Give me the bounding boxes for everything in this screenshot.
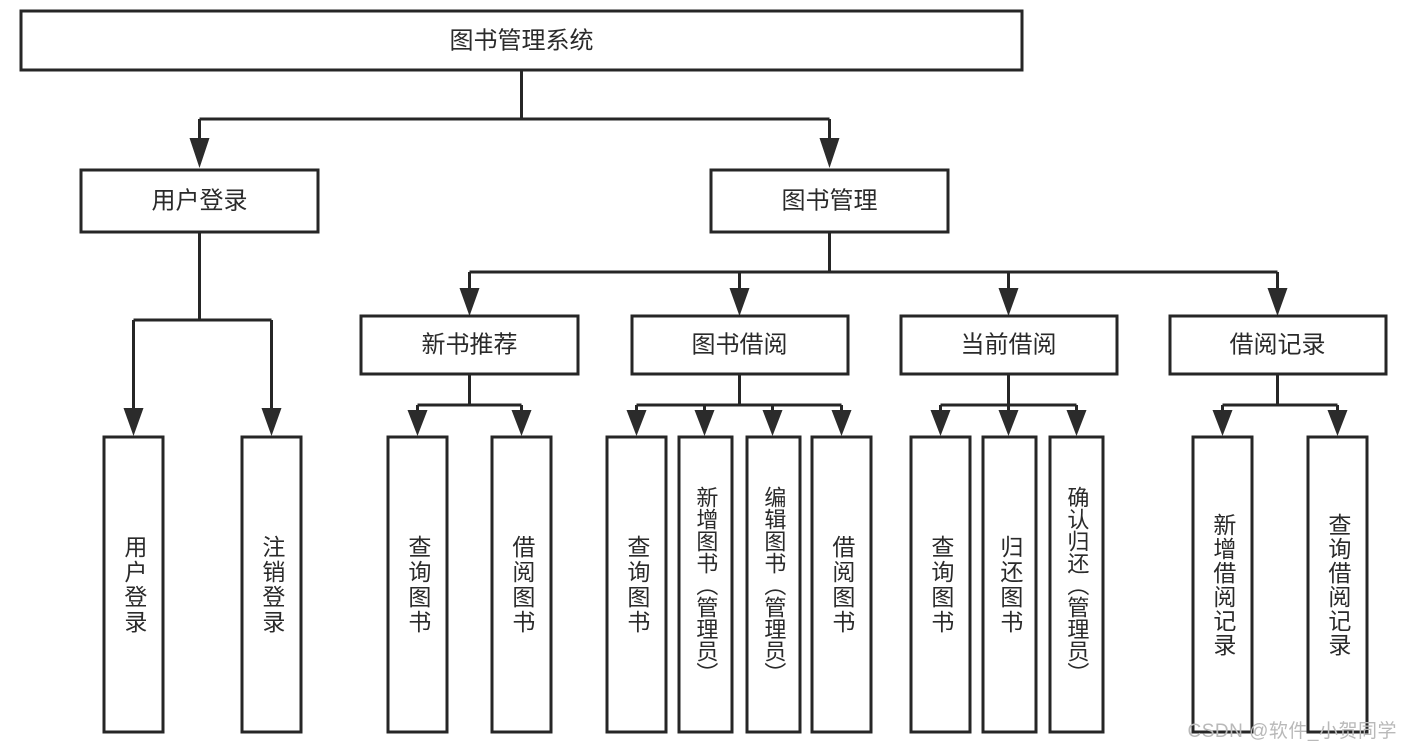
connector-group-current-borrow-children <box>930 374 1087 436</box>
node-box-leaf-confirm-return[interactable] <box>1048 435 1105 734</box>
arrow-head-book-borrow <box>729 288 750 316</box>
connector-group-book-manage-children <box>459 232 1288 316</box>
arrow-head-leaf-confirm-return <box>1066 410 1087 436</box>
arrow-head-leaf-logout-login <box>261 408 282 436</box>
node-label-book-borrow: 图书借阅 <box>692 331 788 358</box>
arrow-head-leaf-user-login <box>123 408 144 436</box>
node-label-current-borrow: 当前借阅 <box>961 331 1057 358</box>
arrow-head-leaf-edit-book <box>762 410 783 436</box>
connector-group-borrow-record-children <box>1212 374 1348 436</box>
arrow-head-borrow-record <box>1267 288 1288 316</box>
node-box-leaf-return-book[interactable] <box>981 435 1038 734</box>
node-box-leaf-logout-login[interactable] <box>240 435 303 734</box>
node-box-leaf-add-book[interactable] <box>677 435 734 734</box>
node-box-user-login[interactable] <box>79 168 320 234</box>
arrow-head-leaf-add-book <box>694 410 715 436</box>
node-box-leaf-query-book-2[interactable] <box>605 435 668 734</box>
node-box-leaf-query-book-1[interactable] <box>386 435 449 734</box>
node-label-user-login: 用户登录 <box>152 187 248 214</box>
node-label-new-book-recommend: 新书推荐 <box>422 331 518 358</box>
node-box-leaf-borrow-book-2[interactable] <box>810 435 873 734</box>
arrow-head-new-book-recommend <box>459 288 480 316</box>
node-box-new-book-recommend[interactable] <box>359 314 580 376</box>
connector-group-user-login-children <box>123 232 282 436</box>
connector-group-new-book-recommend-children <box>407 374 532 436</box>
arrow-head-leaf-return-book <box>998 410 1019 436</box>
connector-group-book-borrow-children <box>626 374 852 436</box>
node-box-leaf-edit-book[interactable] <box>745 435 802 734</box>
arrow-head-leaf-borrow-book-2 <box>831 410 852 436</box>
arrow-head-current-borrow <box>998 288 1019 316</box>
arrow-head-leaf-add-record <box>1212 410 1233 436</box>
node-box-borrow-record[interactable] <box>1168 314 1388 376</box>
node-box-leaf-borrow-book-1[interactable] <box>490 435 553 734</box>
node-label-borrow-record: 借阅记录 <box>1230 331 1326 358</box>
node-box-book-borrow[interactable] <box>630 314 850 376</box>
arrow-head-leaf-query-book-1 <box>407 410 428 436</box>
node-box-leaf-query-record[interactable] <box>1306 435 1369 734</box>
arrow-head-user-login <box>189 138 210 168</box>
node-box-leaf-add-record[interactable] <box>1191 435 1254 734</box>
arrow-head-leaf-query-book-2 <box>626 410 647 436</box>
node-box-root[interactable] <box>19 9 1024 72</box>
node-label-book-manage: 图书管理 <box>782 187 878 214</box>
node-label-root: 图书管理系统 <box>450 27 594 54</box>
arrow-head-leaf-query-book-3 <box>930 410 951 436</box>
csdn-watermark: CSDN @软件_小贺同学 <box>1187 721 1397 742</box>
arrow-head-leaf-query-record <box>1327 410 1348 436</box>
arrow-head-book-manage <box>819 138 840 168</box>
arrow-head-leaf-borrow-book-1 <box>511 410 532 436</box>
node-box-leaf-query-book-3[interactable] <box>909 435 972 734</box>
node-box-current-borrow[interactable] <box>899 314 1119 376</box>
connector-group-root-to-level2 <box>189 70 840 168</box>
node-box-leaf-user-login[interactable] <box>102 435 165 734</box>
node-box-book-manage[interactable] <box>709 168 950 234</box>
